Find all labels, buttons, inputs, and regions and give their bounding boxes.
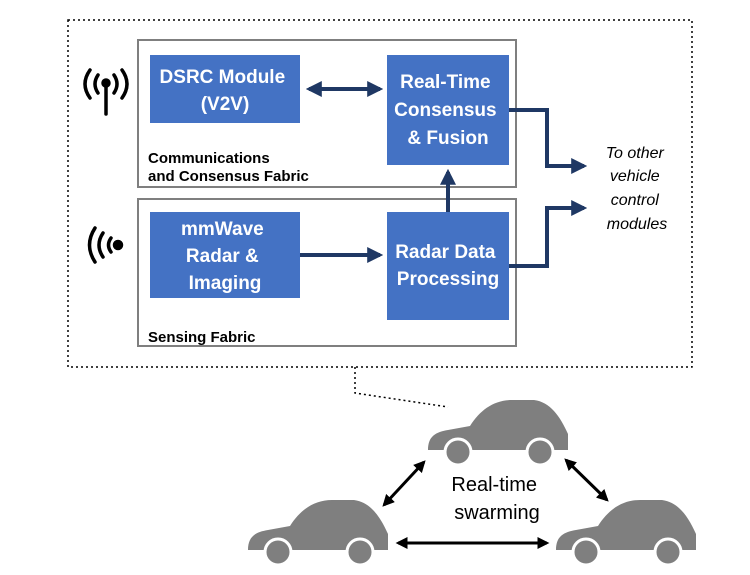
swarm-link-arrow [564, 458, 609, 502]
processing-output-arrow [509, 200, 588, 268]
callout-line [354, 367, 449, 408]
svg-text:Radar Data Processing: Radar Data Processing [395, 242, 501, 290]
svg-text:Real-Time Consensus: Real-Time Consensus & Fusion [394, 72, 502, 149]
antenna-icon [83, 68, 129, 116]
svg-text:DSRC Module (V2V): DSRC Module (V2V) [160, 67, 291, 115]
consensus-fusion-block: Real-Time Consensus & Fusion [387, 55, 509, 165]
radar-imaging-block: mmWave Radar & Imaging [150, 212, 300, 298]
sensing-fabric-label: Sensing Fabric [148, 329, 256, 346]
consensus-output-arrow [509, 108, 588, 174]
output-label: To other vehicle control modules [606, 145, 669, 233]
swarm-label: Real-time swarming [451, 474, 542, 524]
car-icon [556, 500, 696, 567]
car-icon [248, 500, 388, 567]
communications-fabric-label: Communications and Consensus Fabric [148, 150, 309, 185]
radar-processing-block: Radar Data Processing [387, 212, 509, 320]
swarm-link-arrow [382, 460, 426, 507]
car-icon [428, 400, 568, 467]
system-boundary [67, 19, 693, 368]
svg-text:mmWave Radar & Ima: mmWave Radar & Imaging [181, 219, 269, 294]
wave-icon [87, 226, 124, 264]
dsrc-module-block: DSRC Module (V2V) [150, 55, 300, 123]
